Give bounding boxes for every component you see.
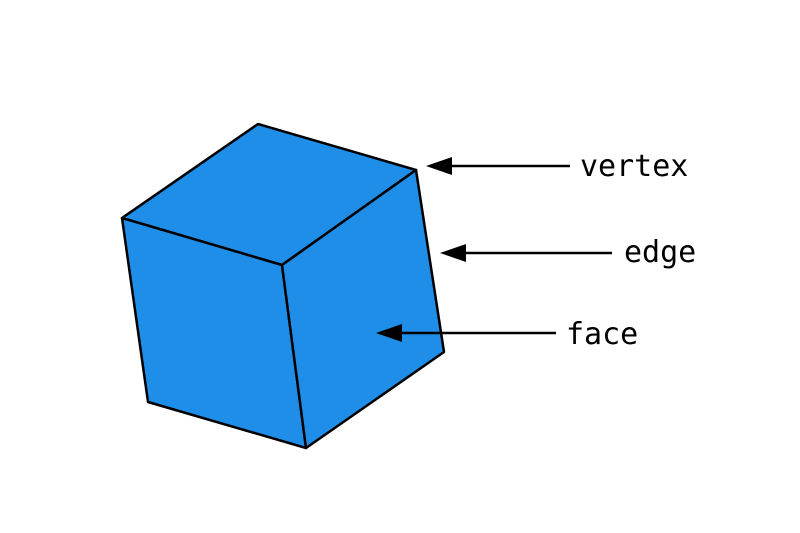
vertex-callout: vertex	[426, 149, 688, 184]
face-callout: face	[376, 317, 638, 352]
edge-label: edge	[624, 235, 696, 270]
edge-arrowhead	[440, 244, 466, 262]
face-label: face	[566, 317, 638, 352]
edge-callout: edge	[440, 235, 696, 270]
vertex-label: vertex	[580, 149, 688, 184]
vertex-arrowhead	[426, 157, 452, 175]
face-arrowhead	[376, 324, 402, 342]
cube-right-face	[280, 168, 446, 450]
cube	[120, 122, 446, 450]
